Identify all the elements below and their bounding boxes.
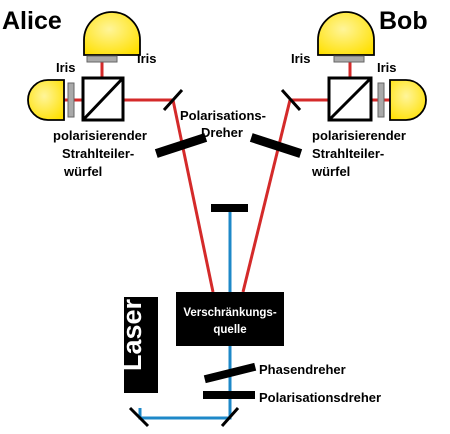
- bob-iris-top-label: Iris: [291, 51, 311, 66]
- alice-polarisation-rotator-icon: [154, 133, 208, 158]
- blue-pump-beam: [138, 212, 232, 420]
- polarisation-rotator-bottom-icon: [203, 391, 255, 399]
- alice-cube-label-1: polarisierender: [53, 128, 147, 143]
- alice-detector-top-icon: [83, 11, 141, 56]
- mirror-bottom-right-icon: [220, 407, 240, 427]
- phase-rotator-label: Phasendreher: [259, 362, 346, 377]
- bob-iris-top-icon: [333, 55, 365, 63]
- bob-setup: [249, 11, 427, 158]
- alice-beam-splitter-icon: [81, 76, 125, 122]
- phase-rotator-icon: [203, 362, 257, 384]
- alice-label: Alice: [2, 7, 62, 35]
- alice-iris-top-icon: [86, 55, 118, 63]
- bob-mirror-icon: [280, 88, 302, 112]
- bob-polarisation-rotator-icon: [249, 133, 303, 158]
- pump-beam-block-icon: [211, 204, 248, 212]
- bob-detector-right-icon: [389, 79, 427, 121]
- polarisation-rotator-bottom-label: Polarisationsdreher: [259, 390, 381, 405]
- alice-iris-top-label: Iris: [137, 51, 157, 66]
- laser-label: Laser: [117, 298, 147, 371]
- entanglement-source-box: [176, 292, 284, 346]
- bob-iris-right-label: Iris: [377, 60, 397, 75]
- bob-cube-label-1: polarisierender: [312, 128, 406, 143]
- bob-detector-top-icon: [317, 11, 375, 56]
- mirror-bottom-left-icon: [128, 406, 150, 428]
- laser-box: [124, 297, 158, 393]
- alice-cube-label-2: Strahlteiler-: [62, 146, 134, 161]
- alice-setup: [27, 11, 208, 158]
- source-label-1: Verschränkungs-: [183, 307, 276, 319]
- alice-cube-label-3: würfel: [63, 164, 102, 179]
- bob-iris-right-icon: [377, 82, 385, 118]
- alice-detector-left-icon: [27, 79, 65, 121]
- source-label-2: quelle: [213, 324, 246, 336]
- alice-iris-left-icon: [67, 82, 75, 118]
- polarisation-rotator-label-1: Polarisations-: [180, 108, 266, 123]
- bob-cube-label-3: würfel: [311, 164, 350, 179]
- alice-iris-left-label: Iris: [56, 60, 76, 75]
- polarisation-rotator-label-2: Dreher: [201, 125, 243, 140]
- bob-label: Bob: [379, 7, 428, 35]
- bob-cube-label-2: Strahlteiler-: [312, 146, 384, 161]
- alice-mirror-icon: [162, 88, 184, 112]
- bob-beam-splitter-icon: [327, 76, 373, 122]
